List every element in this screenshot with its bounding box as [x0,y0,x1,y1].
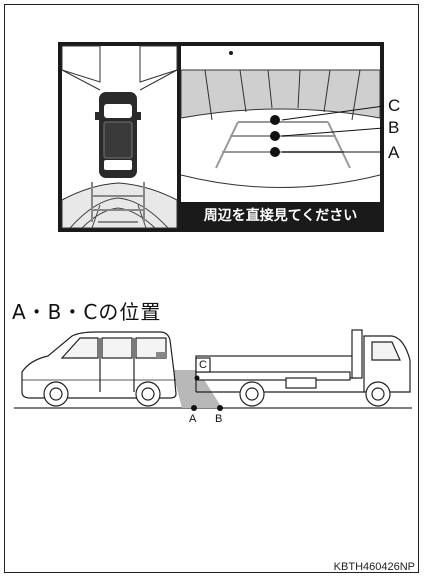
detection-area [172,370,222,408]
rear-camera-view [180,46,385,228]
marker-b-dot [270,131,280,141]
leader-c [281,105,385,121]
warning-message: 周辺を直接見てください [203,208,358,224]
gear-indicator-box [359,47,377,65]
marker-b-label: B [388,118,400,137]
positions-title: A・B・Cの位置 [12,300,162,324]
truck-icon [195,329,411,407]
marker-c-label: C [388,96,401,115]
ground-marker-a: A [189,413,197,425]
page-frame [4,4,419,573]
point-a-dot [191,405,197,411]
message-band [181,202,380,228]
point-c-dot [194,375,200,381]
camera-icon [226,48,236,64]
truck-marker-c: C [199,359,207,371]
marker-a-label: A [388,143,400,162]
minivan-icon [21,331,177,407]
gear-indicator: R [364,48,374,63]
top-down-view [61,45,178,229]
marker-a-dot [270,147,280,157]
reference-code: KBTH460426NP [333,561,415,573]
leader-b [281,127,385,137]
top-guide-lines [91,182,145,223]
marker-c-dot [270,115,280,125]
vehicle-top-icon [95,92,141,178]
ground-marker-b: B [215,413,223,425]
point-b-dot [217,405,223,411]
